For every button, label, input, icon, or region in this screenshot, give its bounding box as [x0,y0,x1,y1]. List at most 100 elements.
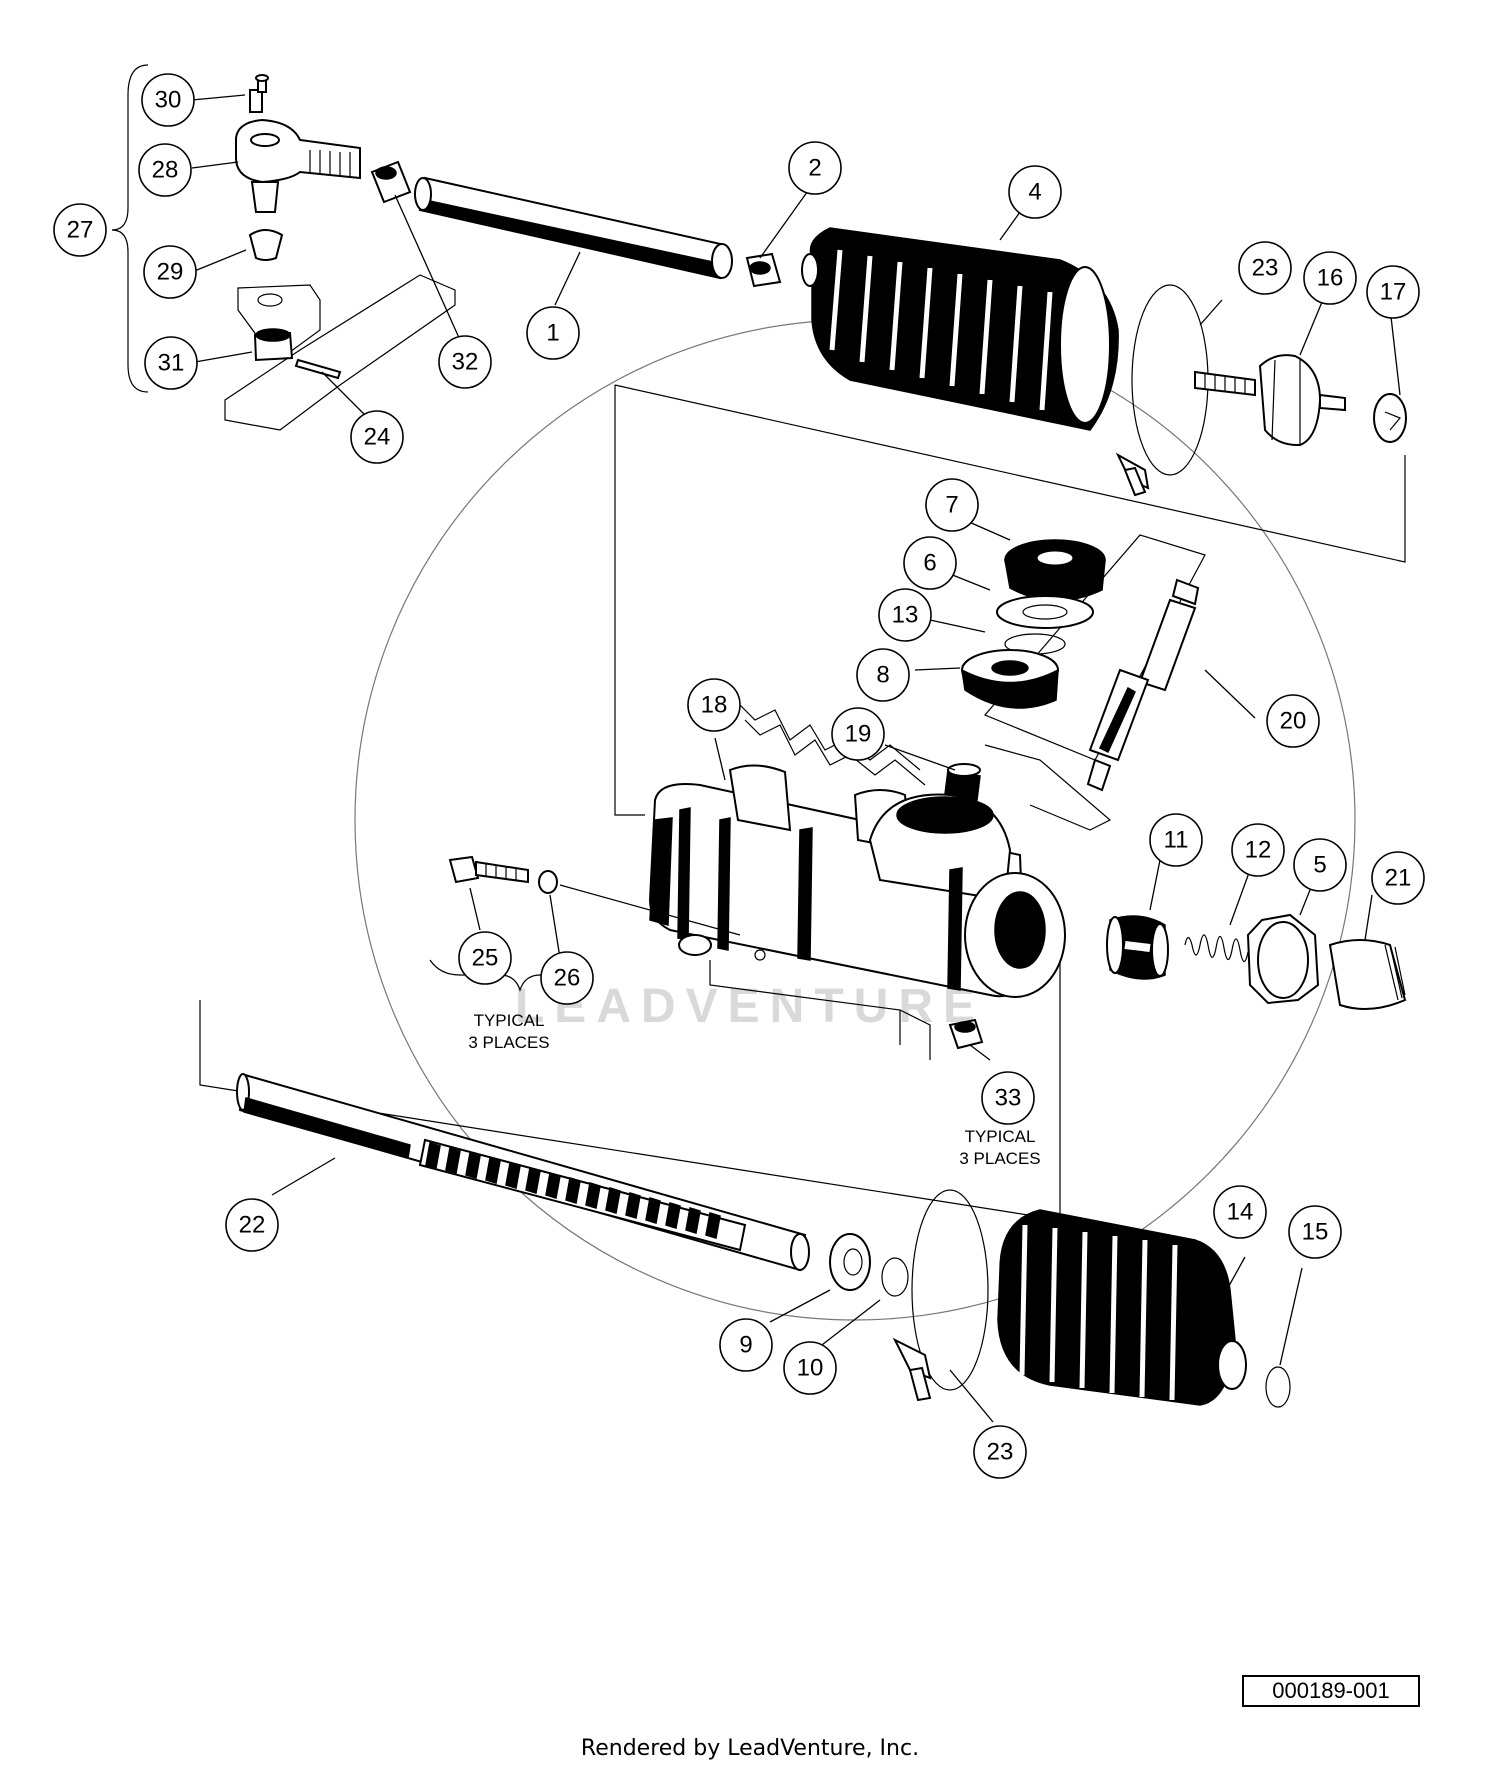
tab-lock-washer [1373,393,1407,443]
leader-lines [191,94,1401,1423]
callout-5: 5 [1293,838,1347,892]
svg-text:15: 15 [1302,1219,1329,1246]
group-bracket [111,64,149,393]
callout-6: 6 [903,536,957,590]
svg-text:8: 8 [876,662,889,689]
svg-text:32: 32 [452,349,479,376]
callout-12: 12 [1231,823,1285,877]
callout-9: 9 [719,1318,773,1372]
svg-text:11: 11 [1164,827,1189,854]
callout-24: 24 [350,410,404,464]
callout-14: 14 [1213,1185,1267,1239]
mounting-bolt [448,855,529,884]
cotter-pin [294,358,342,380]
rack-washer [829,1233,871,1291]
typical-note-left-line1: TYPICAL [474,1011,545,1030]
svg-text:24: 24 [364,424,391,451]
svg-text:19: 19 [845,721,872,748]
callout-28: 28 [138,143,192,197]
steering-rack [236,1073,810,1272]
housing-detail-outline [984,744,1112,831]
callout-2: 2 [788,141,842,195]
pinion-bushing [944,763,981,801]
dust-seal [248,229,284,261]
svg-text:33: 33 [995,1085,1022,1112]
jam-nut-right [745,252,782,288]
callout-4: 4 [1008,165,1062,219]
boot-clamp-upper [1115,284,1209,497]
bellows-boot-upper [801,227,1119,431]
svg-text:31: 31 [158,350,185,377]
watermark: LEADVENTURE [515,980,985,1033]
o-ring [881,1257,909,1297]
svg-text:9: 9 [739,1332,752,1359]
castle-nut [253,328,294,362]
svg-text:22: 22 [239,1212,266,1239]
callout-18: 18 [687,678,741,732]
rack-group-outline [199,935,1061,1221]
bearing-lower [961,649,1059,709]
callout-26: 26 [540,951,594,1005]
washer-leader-line [559,884,741,936]
typical-note-right-line2: 3 PLACES [959,1149,1040,1168]
svg-text:21: 21 [1385,865,1412,892]
svg-text:20: 20 [1280,708,1307,735]
pinion-gear [1086,578,1200,792]
adjuster-plug [1328,939,1407,1010]
bellows-boot-lower [997,1209,1247,1406]
svg-text:16: 16 [1317,265,1344,292]
callout-22: 22 [225,1198,279,1252]
rack-housing [648,704,1066,1060]
svg-text:29: 29 [157,259,184,286]
callout-8: 8 [856,648,910,702]
svg-text:23: 23 [1252,255,1279,282]
rack-yoke [1106,915,1169,980]
callout-29: 29 [143,245,197,299]
svg-text:17: 17 [1380,279,1407,306]
callout-25: 25 [458,931,512,985]
footer-credit: Rendered by LeadVenture, Inc. [580,1736,920,1761]
svg-text:28: 28 [152,157,179,184]
svg-text:30: 30 [155,87,182,114]
thrust-washer [996,595,1094,629]
callout-30: 30 [141,73,195,127]
callout-27: 27 [53,203,107,257]
svg-text:23: 23 [987,1439,1014,1466]
tie-rod-tube [414,176,733,280]
tie-rod-end [235,89,361,213]
svg-text:7: 7 [945,492,958,519]
callout-17: 17 [1366,265,1420,319]
typical-note-left-line2: 3 PLACES [468,1033,549,1052]
callout-19: 19 [831,707,885,761]
callout-16: 16 [1303,251,1357,305]
grease-fitting [255,74,269,93]
svg-text:18: 18 [701,692,728,719]
retaining-ring [1265,1366,1291,1408]
svg-text:14: 14 [1227,1199,1254,1226]
steering-arm-bracket [224,274,456,431]
svg-text:5: 5 [1313,852,1326,879]
bearing-upper [1004,539,1106,602]
callout-7: 7 [925,478,979,532]
callout-23-lower: 23 [973,1425,1027,1479]
callout-31: 31 [144,336,198,390]
svg-text:6: 6 [923,550,936,577]
callout-11: 11 [1149,813,1203,867]
callout-13: 13 [878,588,932,642]
yoke-spring [1184,934,1249,963]
drawing-number-box: 000189-001 [1242,1675,1420,1707]
callout-32: 32 [438,335,492,389]
jam-nut-left [370,160,412,204]
callout-10: 10 [783,1341,837,1395]
svg-text:4: 4 [1028,179,1041,206]
svg-text:25: 25 [472,945,499,972]
boot-clamp-lower [892,1189,989,1402]
callout-20: 20 [1266,694,1320,748]
flat-washer [538,870,558,894]
svg-text:13: 13 [892,602,919,629]
inner-tie-rod [1194,354,1346,447]
svg-text:2: 2 [808,155,821,182]
svg-text:1: 1 [546,320,559,347]
callout-21: 21 [1371,851,1425,905]
